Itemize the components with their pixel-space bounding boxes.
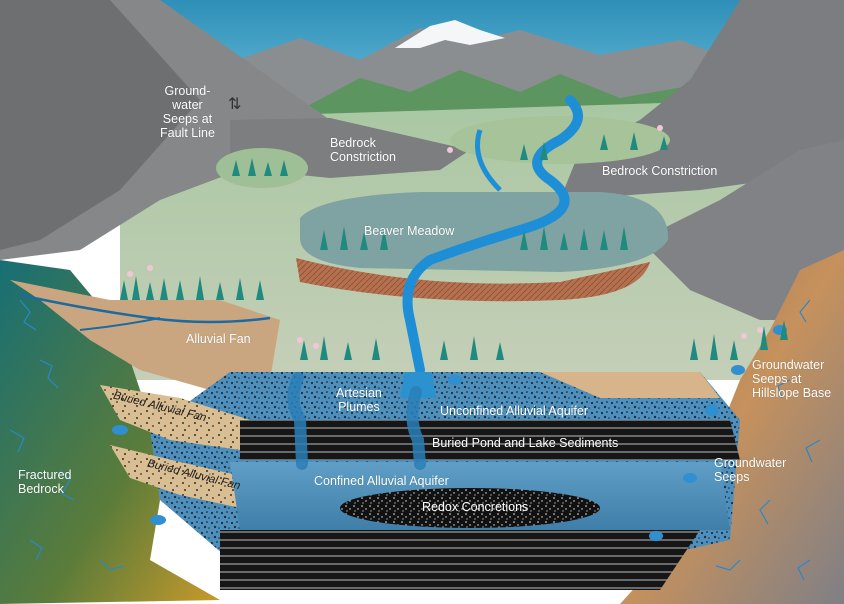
label-line: Groundwater [752,358,825,372]
vegetation [120,132,788,360]
river-plume [400,372,436,398]
artesian-plume-1 [287,372,308,470]
label-redox-concretions: Redox Concretions [422,500,529,514]
label-line: Bedrock [18,482,64,496]
right-ridge [640,140,844,320]
meadow-pond [216,148,308,188]
artesian-plume-2 [406,386,426,470]
label-artesian-plumes: Artesian Plumes [336,386,382,414]
label-line: Fault Line [160,126,215,140]
peat-layer [296,258,650,302]
label-line: Artesian [336,386,382,400]
label-unconfined-aquifer: Unconfined Alluvial Aquifer [440,404,589,418]
label-line: Hillslope Base [752,386,832,400]
label-line: Bedrock [330,136,376,150]
label-line: Groundwater [714,456,787,470]
sand-lens-right [540,372,720,398]
label-line: Seeps at [162,112,213,126]
fan-channel-1 [19,293,271,324]
label-line: Constriction [330,150,396,164]
label-hillslope-seeps: Groundwater Seeps at Hillslope Base [752,358,831,400]
buried-sediments [240,420,740,460]
label-bedrock-constriction-right: Bedrock Constriction [602,164,718,178]
flowers [127,125,763,349]
label-line: Ground- [164,84,211,98]
label-bedrock-constriction-left: Bedrock Constriction [330,136,396,164]
snow-peak [395,20,505,48]
river [402,95,583,375]
left-mountain-shade [0,0,200,250]
river-tributary [475,129,502,192]
label-groundwater-seeps: Groundwater Seeps [714,456,786,484]
label-fractured-bedrock: Fractured Bedrock [18,468,72,496]
label-buried-sediments: Buried Pond and Lake Sediments [432,436,619,450]
label-fault-line-seeps: Ground- water Seeps at Fault Line [160,84,215,140]
beaver-meadow [300,192,669,272]
label-line: Plumes [338,400,380,414]
fault-displacement-arrows: ⇅ [228,94,242,113]
label-line: Fractured [18,468,72,482]
label-line: Seeps [714,470,750,484]
label-confined-aquifer: Confined Alluvial Aquifer [314,474,449,488]
bottom-sediments [220,530,700,590]
label-line: Seeps at [752,372,802,386]
fractured-bedrock-left [0,260,220,604]
label-beaver-meadow: Beaver Meadow [364,224,455,238]
label-alluvial-fan: Alluvial Fan [186,332,251,346]
redox-concretions [340,488,600,528]
fan-channel-2 [79,317,161,331]
fractures-right [715,299,821,581]
label-line: water [172,98,203,112]
seep-markers [112,325,787,541]
fractures-left [9,299,125,571]
